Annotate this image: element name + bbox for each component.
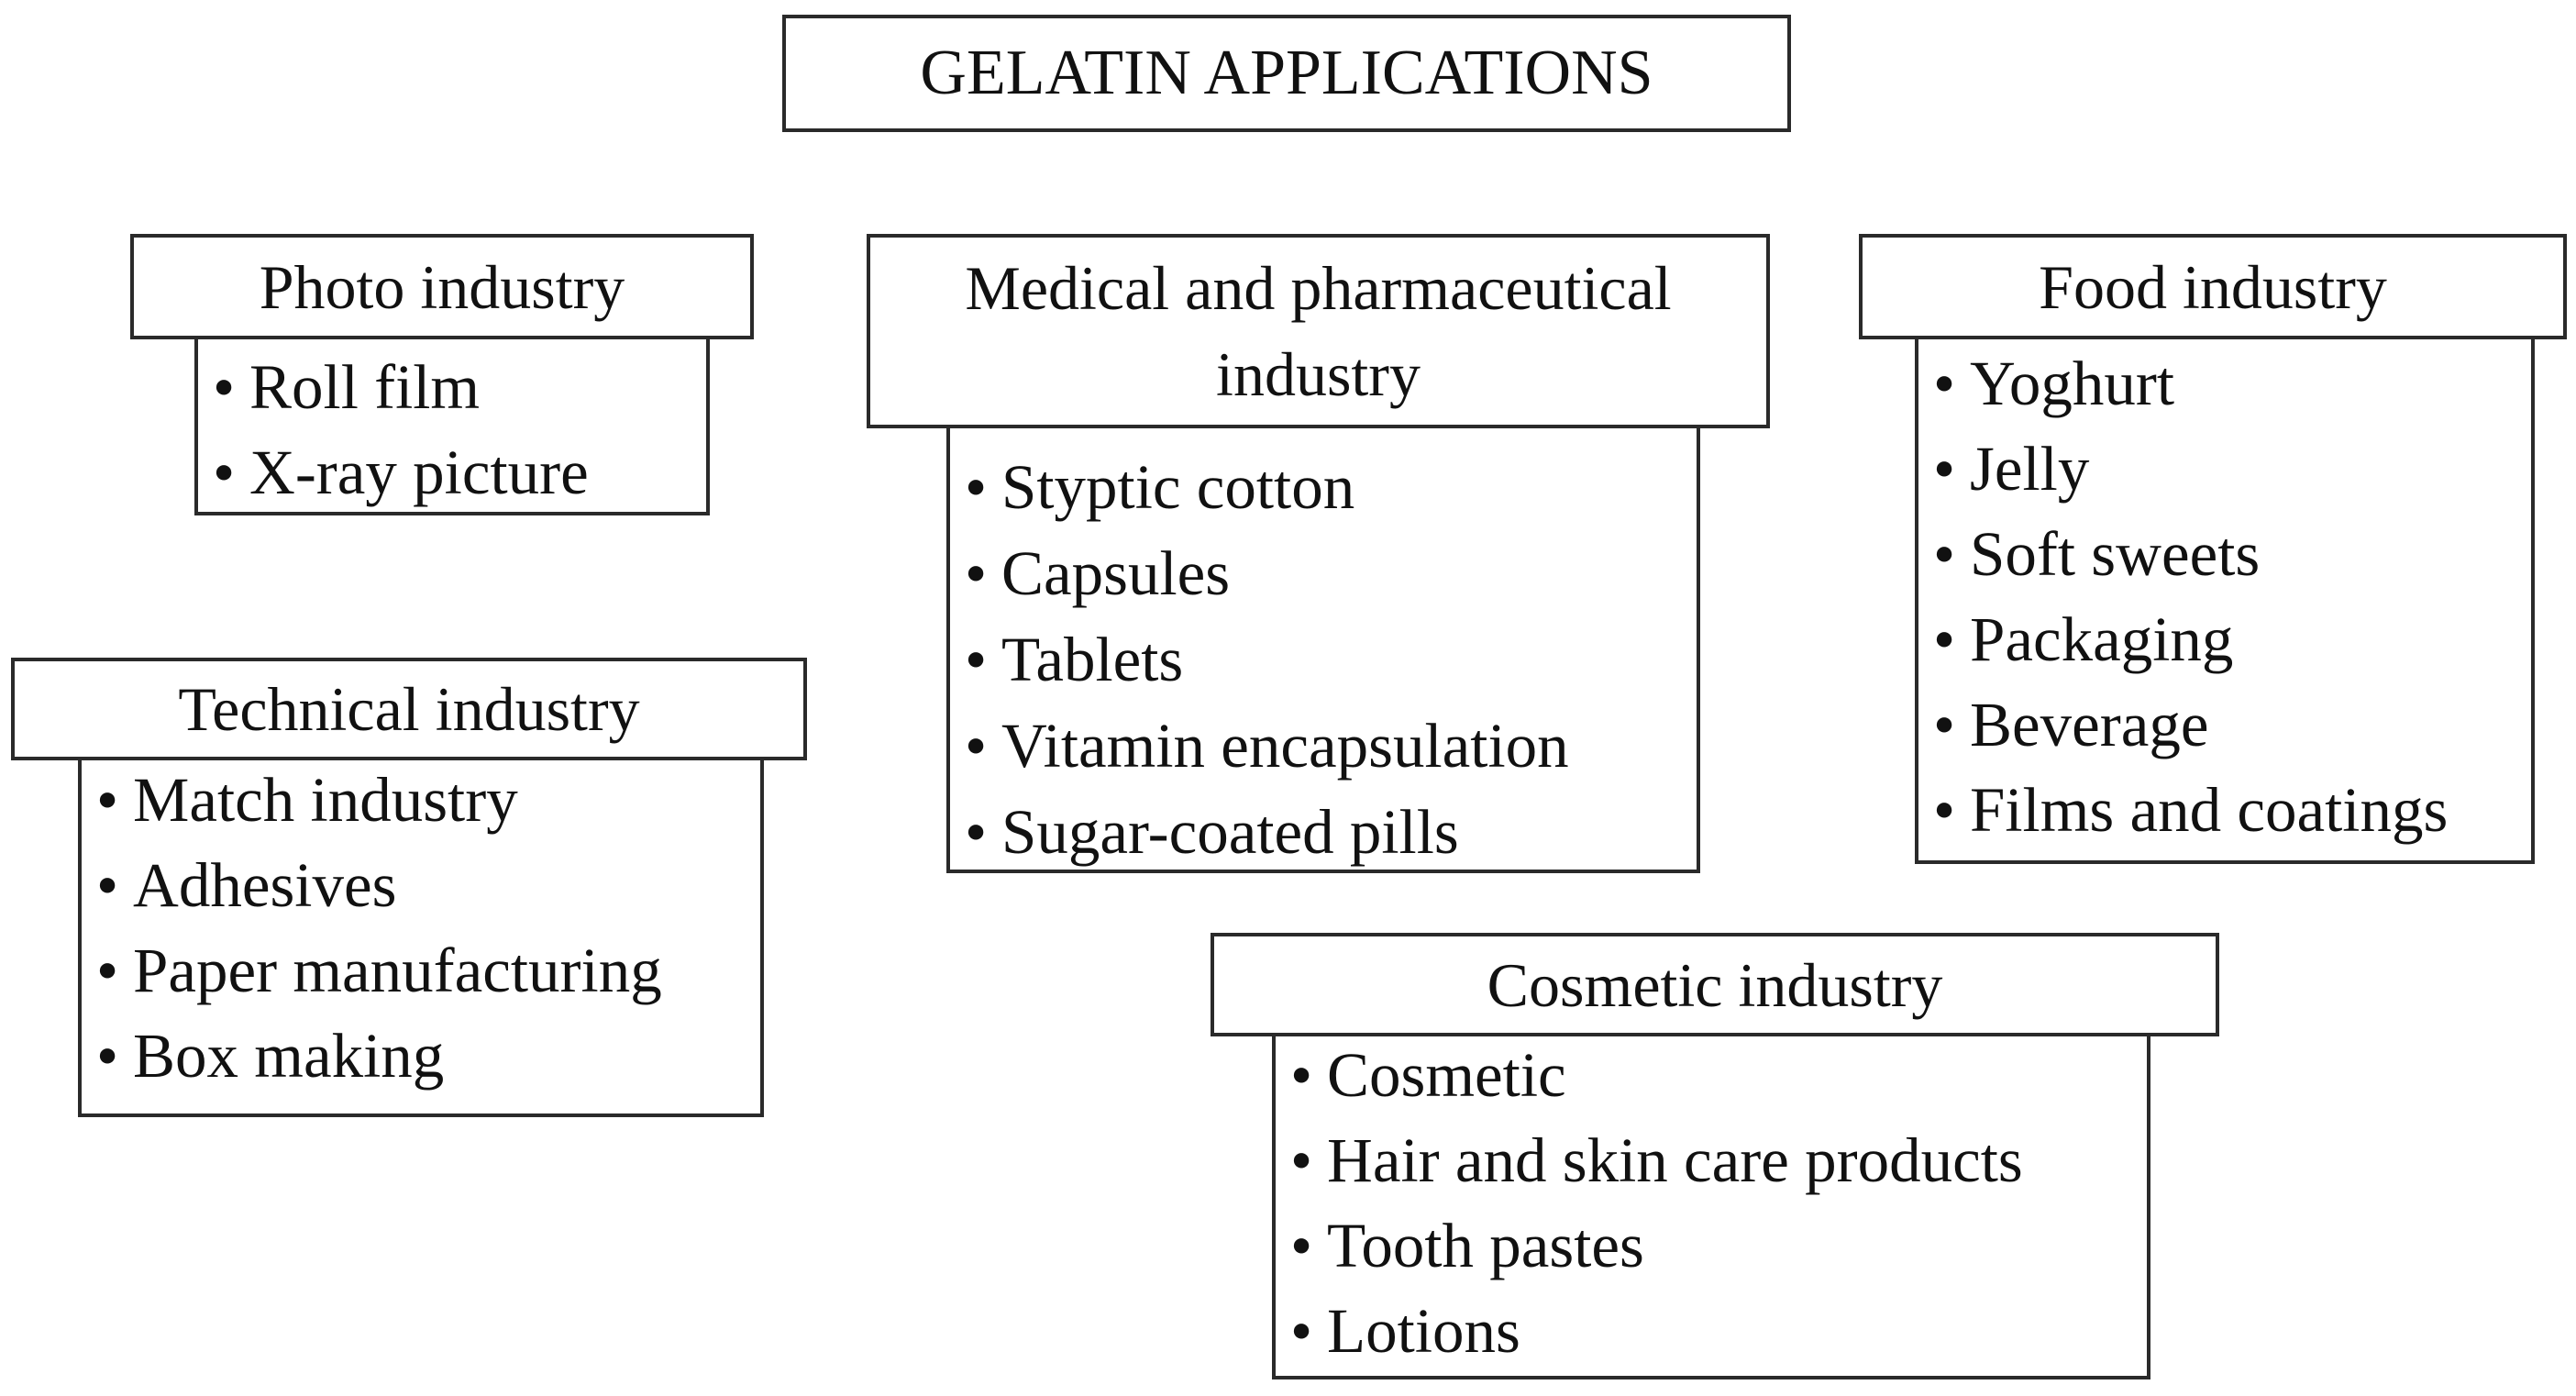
photo-industry-list: •Roll film •X-ray picture xyxy=(198,336,706,515)
list-item: •Adhesives xyxy=(96,850,397,920)
list-item: •Cosmetic xyxy=(1290,1040,1566,1110)
medical-industry-list: •Styptic cotton •Capsules •Tablets •Vita… xyxy=(950,426,1697,875)
medical-industry-heading: Medical and pharmaceutical industry xyxy=(965,253,1672,409)
cosmetic-industry-heading-box: Cosmetic industry xyxy=(1211,933,2219,1036)
list-item: •Yoghurt xyxy=(1933,349,2175,418)
cosmetic-industry-list: •Cosmetic •Hair and skin care products •… xyxy=(1276,1033,2147,1374)
list-item: •Soft sweets xyxy=(1933,519,2261,589)
list-item: •Packaging xyxy=(1933,604,2234,674)
list-item: •Tablets xyxy=(965,625,1184,694)
cosmetic-industry-items-box: •Cosmetic •Hair and skin care products •… xyxy=(1272,1029,2150,1379)
list-item: •Lotions xyxy=(1290,1296,1520,1366)
photo-industry-heading: Photo industry xyxy=(259,251,625,322)
list-item: •Box making xyxy=(96,1021,445,1091)
list-item: •Beverage xyxy=(1933,690,2209,759)
list-item: •Hair and skin care products xyxy=(1290,1125,2023,1195)
list-item: •Jelly xyxy=(1933,434,2090,504)
technical-industry-heading: Technical industry xyxy=(178,674,640,744)
technical-industry-list: •Match industry •Adhesives •Paper manufa… xyxy=(82,756,760,1099)
photo-industry-items-box: •Roll film •X-ray picture xyxy=(194,332,710,515)
photo-industry-heading-box: Photo industry xyxy=(130,234,754,339)
food-industry-list: •Yoghurt •Jelly •Soft sweets •Packaging … xyxy=(1918,336,2531,853)
list-item: •Roll film xyxy=(213,352,481,422)
list-item: •Tooth pastes xyxy=(1290,1211,1644,1280)
food-industry-items-box: •Yoghurt •Jelly •Soft sweets •Packaging … xyxy=(1915,332,2535,864)
list-item: •Styptic cotton xyxy=(965,452,1355,522)
list-item: •Films and coatings xyxy=(1933,775,2449,845)
list-item: •Capsules xyxy=(965,538,1231,608)
list-item: •X-ray picture xyxy=(213,438,589,507)
technical-industry-items-box: •Match industry •Adhesives •Paper manufa… xyxy=(78,752,764,1117)
list-item: •Sugar-coated pills xyxy=(965,797,1459,867)
medical-industry-items-box: •Styptic cotton •Capsules •Tablets •Vita… xyxy=(946,422,1700,873)
list-item: •Vitamin encapsulation xyxy=(965,711,1569,781)
list-item: •Paper manufacturing xyxy=(96,936,662,1005)
diagram-title-box: GELATIN APPLICATIONS xyxy=(782,15,1791,132)
food-industry-heading: Food industry xyxy=(2039,251,2387,322)
diagram-title: GELATIN APPLICATIONS xyxy=(920,38,1653,108)
food-industry-heading-box: Food industry xyxy=(1859,234,2567,339)
medical-industry-heading-box: Medical and pharmaceutical industry xyxy=(867,234,1770,428)
technical-industry-heading-box: Technical industry xyxy=(11,658,807,760)
cosmetic-industry-heading: Cosmetic industry xyxy=(1487,949,1943,1020)
list-item: •Match industry xyxy=(96,765,518,835)
